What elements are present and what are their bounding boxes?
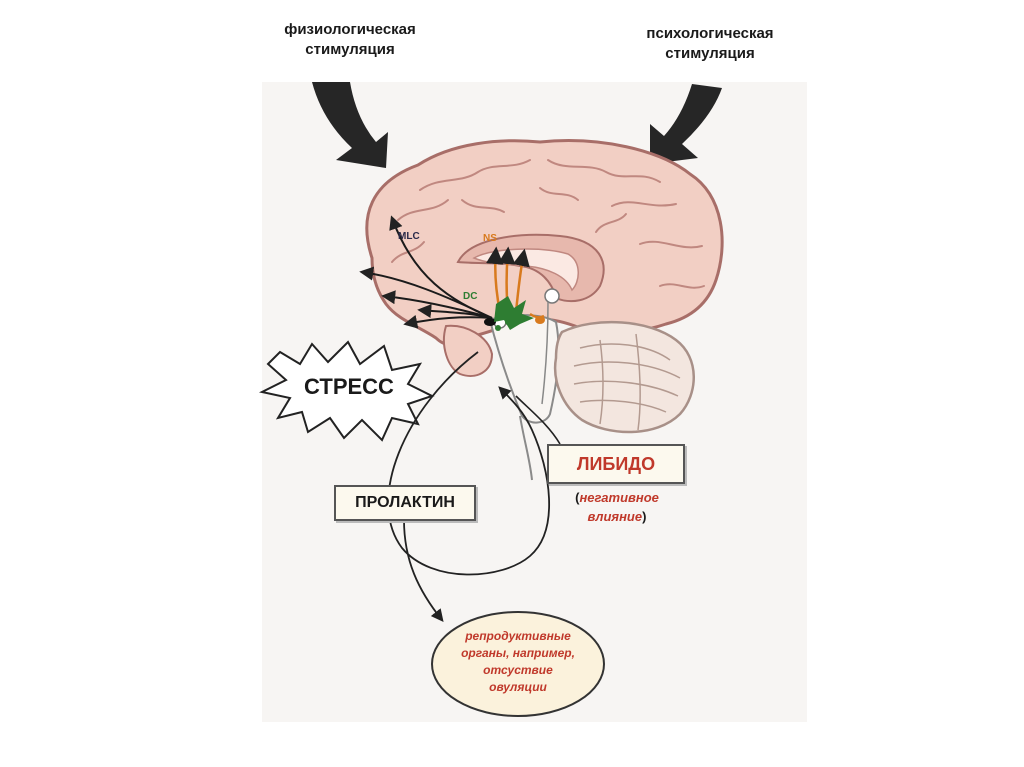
- psychological-stimulation-arrow: [650, 84, 722, 164]
- ns-label: NS: [483, 233, 497, 244]
- reproductive-organs-text: репродуктивные органы, например, отсуств…: [461, 629, 575, 694]
- negative-effect-note: (негативное влияние): [547, 488, 687, 526]
- mlc-pathways: [359, 215, 493, 329]
- spinal-cord: [519, 415, 533, 481]
- ns-neuron-body: [535, 316, 545, 324]
- negative-effect-line1: негативное: [579, 490, 659, 505]
- physiological-stimulation-label: физиологическая стимуляция: [284, 21, 416, 58]
- stress-label: СТРЕСС: [304, 374, 394, 399]
- pineal-gland: [544, 288, 560, 304]
- negative-effect-line2: влияние: [587, 509, 643, 524]
- psychological-stimulation-label: психологическая стимуляция: [646, 25, 774, 62]
- dc-cluster: [494, 296, 534, 331]
- cerebellum: [553, 320, 695, 434]
- prolactin-box: ПРОЛАКТИН: [334, 485, 476, 521]
- temporal-lobe: [442, 324, 494, 377]
- mlc-label: MLC: [398, 231, 420, 242]
- stress-burst-shape: [259, 340, 435, 442]
- prolactin-to-organs-arrow: [403, 519, 444, 622]
- reproductive-organs-ellipse: [431, 611, 605, 717]
- cerebellum-folia: [573, 333, 681, 431]
- libido-inhibition-line: [515, 395, 561, 445]
- libido-box: ЛИБИДО: [547, 444, 685, 484]
- dc-label: DC: [463, 291, 478, 302]
- brain-gyri: [391, 159, 705, 289]
- feedback-loop-line: [387, 351, 551, 576]
- physiological-stimulation-arrow: [312, 82, 388, 168]
- mlc-neuron-body: [484, 318, 496, 326]
- paren-close: ): [642, 509, 647, 524]
- paren-open: (: [575, 490, 580, 505]
